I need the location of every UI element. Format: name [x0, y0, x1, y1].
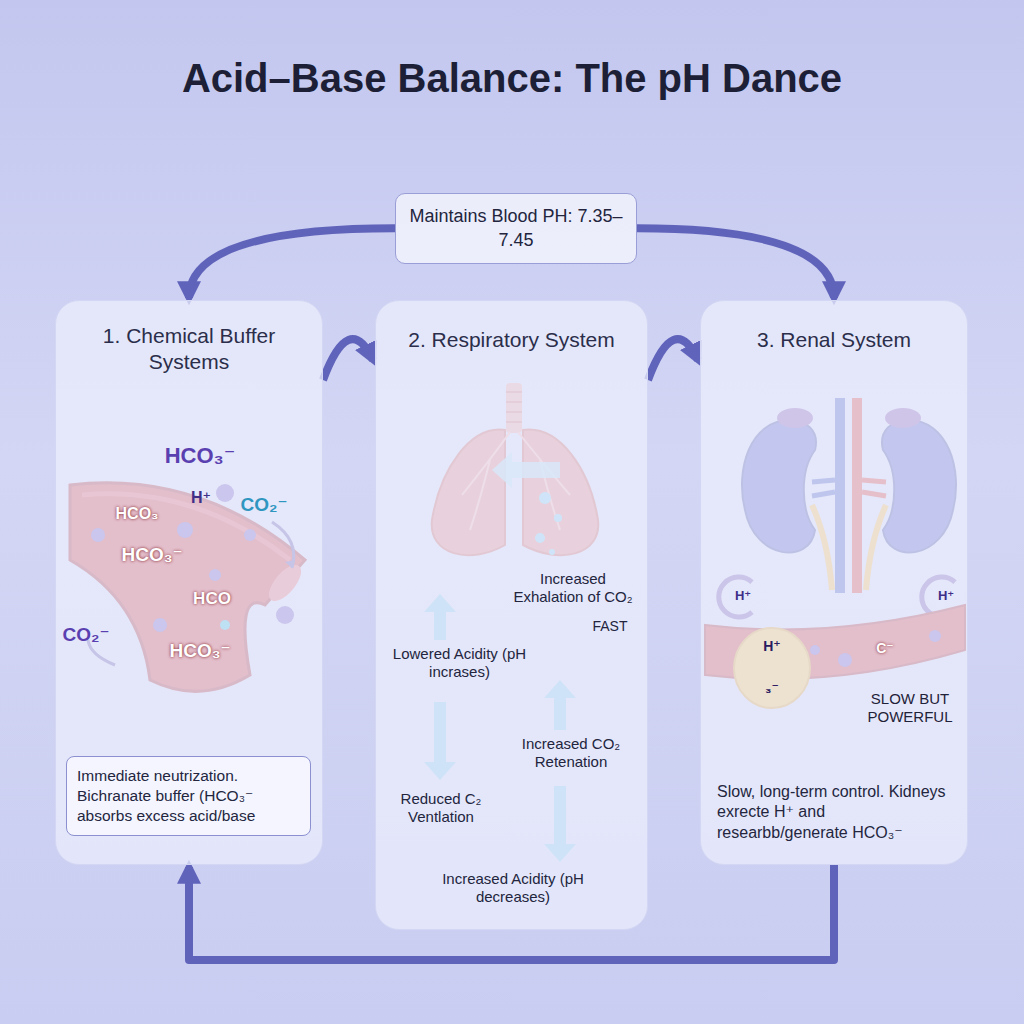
- respiratory-panel: 2. Respiratory System: [375, 300, 648, 930]
- process-label: Increased Acidity (pH decreases): [418, 870, 608, 906]
- process-label: Increased Exhalation of CO₂: [503, 570, 643, 606]
- ion-label: H⁺: [931, 588, 961, 604]
- buffer-panel: 1. Chemical Buffer SystemsImmediate neut…: [55, 300, 323, 865]
- node-heading: Maintains Blood PH: 7.35–7.45: [408, 204, 624, 253]
- flow-arrow: [637, 228, 834, 298]
- formula-label: HCO₃⁻: [108, 544, 196, 567]
- flow-arrow: [189, 228, 395, 298]
- flow-arrow: [648, 339, 698, 380]
- formula-label: HCO₃⁻: [162, 640, 238, 663]
- note-box: Immediate neutrization. Bichranate buffe…: [66, 756, 311, 836]
- process-label: Reduced C₂ Ventlation: [385, 790, 497, 826]
- speed-label: SLOW BUT POWERFUL: [856, 690, 964, 726]
- node-body: Slow, long-term control. Kidneys exrecte…: [717, 782, 951, 844]
- node-heading: 1. Chemical Buffer Systems: [70, 323, 308, 376]
- formula-label: HCO₃: [105, 504, 169, 523]
- range-box: Maintains Blood PH: 7.35–7.45: [395, 193, 637, 264]
- ion-label: ₃⁻: [752, 680, 792, 697]
- node-heading: Immediate neutrization. Bichranate buffe…: [77, 766, 300, 826]
- flow-arrow: [323, 339, 373, 380]
- ion-label: C⁻: [868, 640, 902, 657]
- formula-label: HCO: [186, 589, 238, 609]
- formula-label: HCO₃⁻: [160, 443, 240, 469]
- ion-label: H⁺: [183, 488, 219, 507]
- speed-label: FAST: [580, 618, 640, 635]
- node-heading: 2. Respiratory System: [386, 327, 637, 353]
- process-label: Increased CO₂ Retenation: [500, 735, 642, 771]
- node-heading: 3. Renal System: [717, 327, 951, 353]
- process-label: Lowered Acidity (pH incrases): [382, 645, 537, 681]
- ion-label: H⁺: [728, 588, 758, 604]
- ion-label: H⁺: [752, 638, 792, 655]
- diagram-title: Acid–Base Balance: The pH Dance: [0, 56, 1024, 101]
- renal-panel: 3. Renal SystemSlow, long-term control. …: [700, 300, 968, 865]
- formula-label: CO₂⁻: [232, 494, 296, 517]
- formula-label: CO₂⁻: [56, 624, 116, 647]
